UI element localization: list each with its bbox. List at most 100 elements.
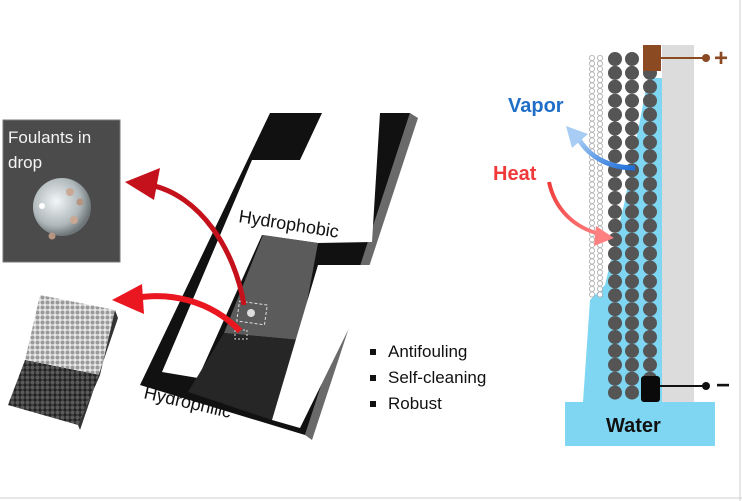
dark-particle [643,357,657,372]
light-particle [589,263,596,270]
light-particle [589,164,596,171]
light-particle [589,274,596,281]
dark-particle [625,232,639,247]
light-particle [597,66,604,73]
dark-particle [643,149,657,164]
dark-particle [643,135,657,150]
dark-particle [608,385,622,400]
dark-particle [625,274,639,289]
dark-particle [608,274,622,289]
dark-particle [625,343,639,358]
light-particle [597,175,604,182]
dark-particle [625,246,639,261]
dark-particle [625,93,639,108]
membrane: Hydrophobic Hydrophilic [140,113,418,440]
light-particle [589,247,596,254]
light-particle [589,71,596,78]
light-particle [597,274,604,281]
light-particle [597,71,604,78]
positive-electrode [643,45,661,71]
dark-particle [625,302,639,317]
light-particle [597,104,604,111]
light-particle [589,181,596,188]
features-list: Antifouling Self-cleaning Robust [370,342,486,413]
light-particle [589,186,596,193]
negative-electrode [641,376,660,402]
dark-particle [625,204,639,219]
light-particle [597,170,604,177]
light-particle [589,99,596,106]
light-particle [589,203,596,210]
light-particle [597,263,604,270]
positive-terminal: + [714,45,728,72]
light-particle [589,121,596,128]
light-particle [597,285,604,292]
dark-particle [625,79,639,94]
dark-particle [608,357,622,372]
vapor-label: Vapor [508,95,564,117]
dark-particle [625,385,639,400]
dark-particle [643,274,657,289]
light-particle [589,236,596,243]
dark-particle [625,191,639,205]
light-particle [589,88,596,95]
dark-particle [608,52,622,66]
dark-particle [625,135,639,150]
light-particle [589,291,596,298]
dark-particle [608,65,622,80]
light-particle [597,55,604,62]
light-particle [589,159,596,166]
light-particle [589,175,596,182]
light-particle [589,241,596,248]
light-particle [589,131,596,138]
dark-particle [625,260,639,275]
light-particle [597,269,604,276]
light-particle [597,82,604,89]
dark-particle [625,52,639,66]
feature-item: Antifouling [388,342,467,361]
heat-arrow [547,181,601,236]
light-particle [597,148,604,155]
arrowhead-icon [594,226,614,246]
dark-particle [625,316,639,331]
light-particle [589,110,596,117]
light-particle [589,60,596,67]
light-particle [597,291,604,298]
dark-particle [608,302,622,317]
dark-particle [625,149,639,164]
substrate [662,45,694,402]
dark-particle [608,93,622,108]
dark-particle [625,288,639,303]
dark-particle [643,204,657,219]
dark-particle [608,246,622,261]
dark-particle [608,204,622,219]
evaporation-device: + − Water Vapor Heat [493,45,730,446]
light-particle [589,93,596,100]
light-particle [589,219,596,226]
vapor-arrow [575,136,636,171]
dark-particle [643,316,657,331]
negative-terminal: − [716,372,730,399]
foulants-photo: Foulants in drop [2,119,121,263]
light-particle [589,252,596,259]
dark-particle [625,218,639,233]
light-particle [597,110,604,117]
dark-particle [608,288,622,303]
dark-particle [643,79,657,94]
light-particle [597,137,604,144]
dark-particle [643,177,657,192]
light-particle [597,186,604,193]
light-particle [597,126,604,133]
dark-particle [625,107,639,122]
arrow-to-photo [149,182,247,306]
light-particle [589,208,596,215]
light-particle [597,99,604,106]
dark-particle [608,232,622,247]
dark-particle [643,121,657,136]
light-particle [589,280,596,287]
light-particle [589,104,596,111]
arrowhead-icon [125,168,160,200]
dark-particle [608,330,622,344]
feature-item: Self-cleaning [388,368,486,387]
